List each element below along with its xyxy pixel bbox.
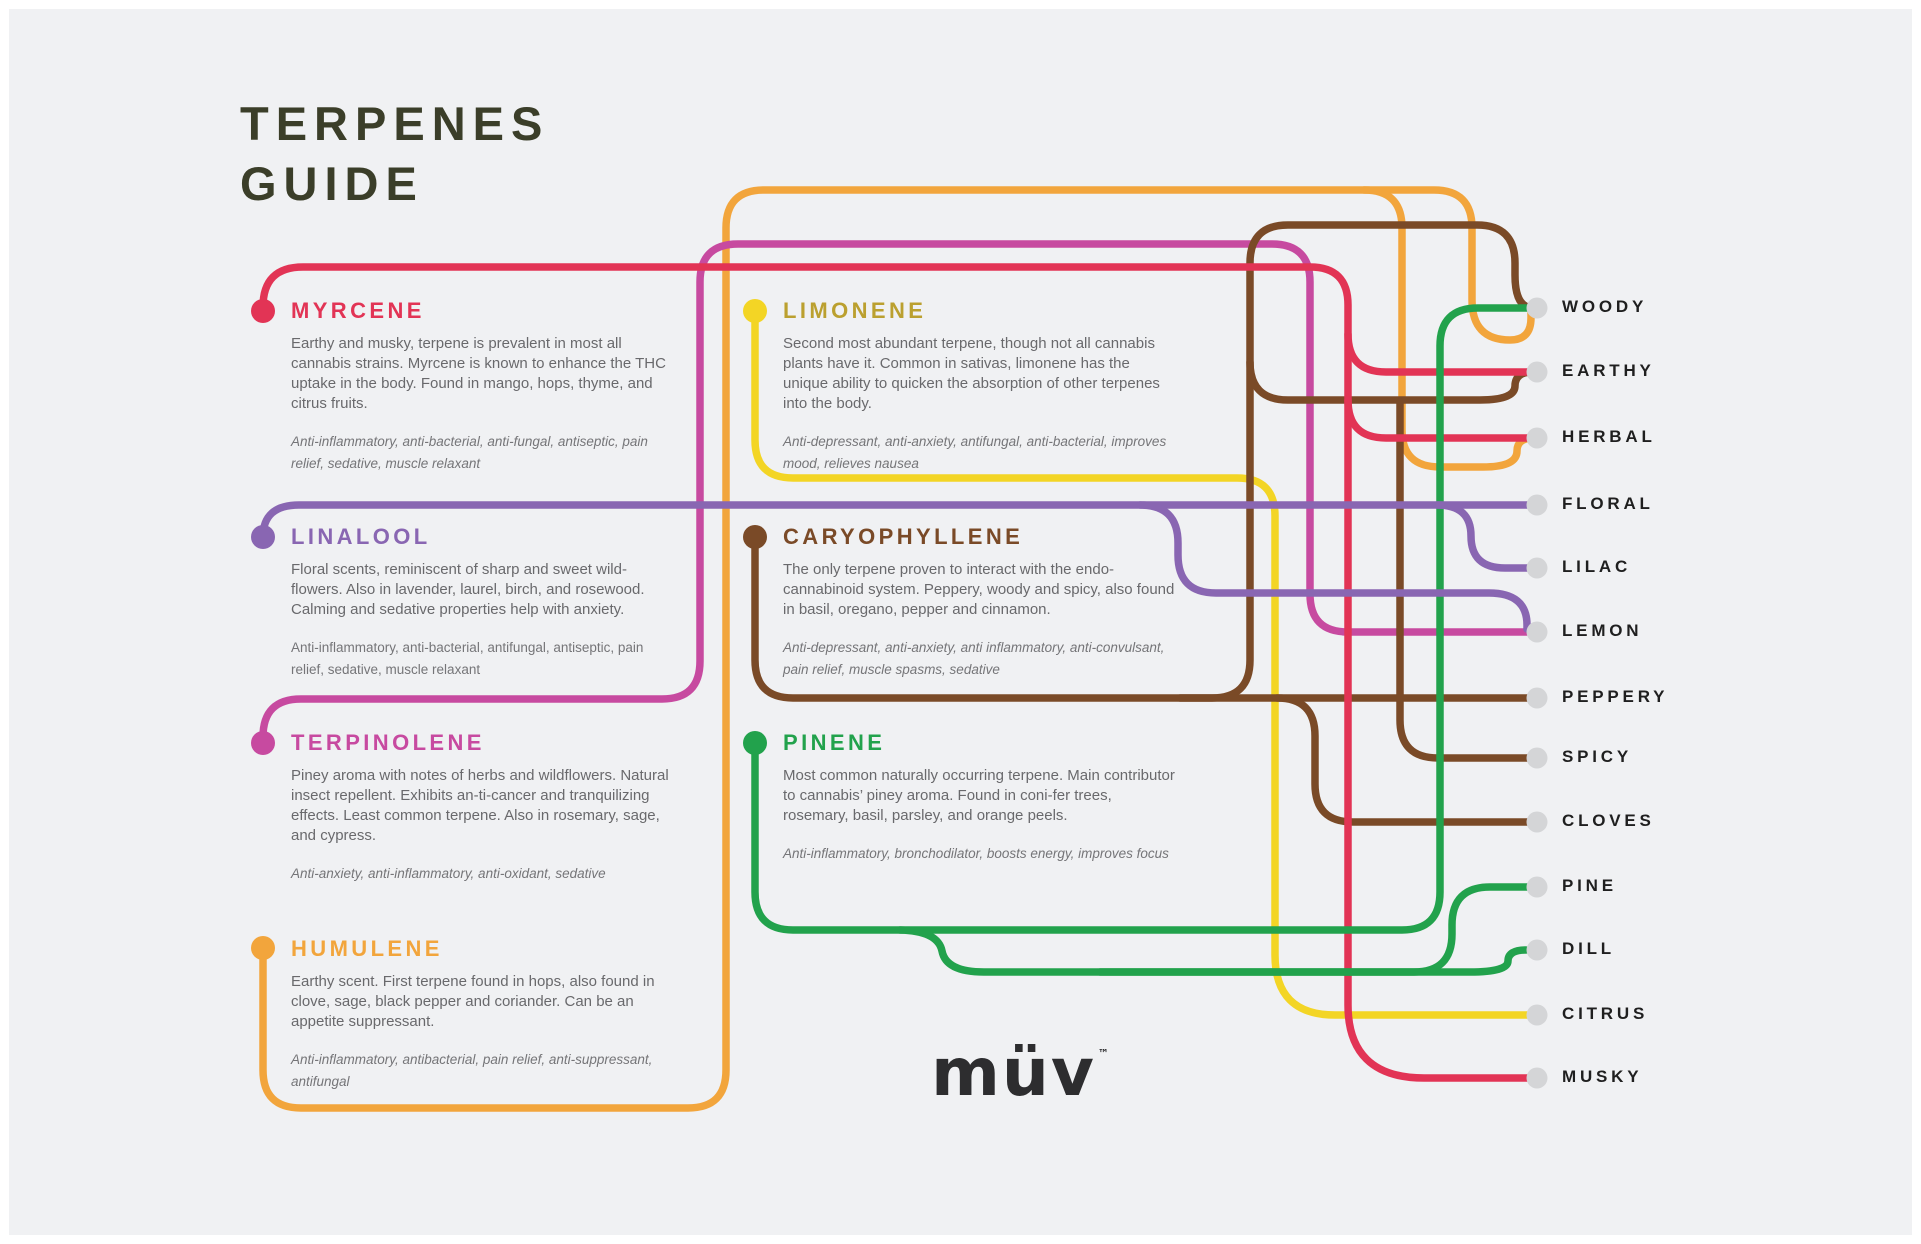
terpene-block-myrcene: MYRCENE Earthy and musky, terpene is pre… (291, 298, 673, 475)
line-pinene (751, 304, 1531, 976)
aroma-dot-pine (1526, 876, 1548, 898)
terpene-dot-limonene (743, 299, 767, 323)
terpene-dot-pinene (743, 731, 767, 755)
terpene-block-terpinolene: TERPINOLENE Piney aroma with notes of he… (291, 730, 673, 885)
terpene-title-humulene: HUMULENE (291, 936, 443, 961)
aroma-label-spicy: SPICY (1562, 747, 1633, 766)
aroma-label-pine: PINE (1562, 876, 1617, 895)
aroma-label-floral: FLORAL (1562, 494, 1654, 513)
terpene-title-terpinolene: TERPINOLENE (291, 730, 485, 755)
terpene-title-pinene: PINENE (783, 730, 886, 755)
line-myrcene-earthy (1344, 330, 1531, 376)
aroma-dot-spicy (1526, 747, 1548, 769)
terpene-properties-myrcene: Anti-inflammatory, anti-bacterial, anti-… (291, 433, 648, 472)
line-humulene-main (259, 186, 1535, 1112)
terpene-properties-limonene: Anti-depressant, anti-anxiety, antifunga… (783, 433, 1167, 472)
line-caryophyllene-spicy (1396, 398, 1531, 762)
line-myrcene-main (259, 263, 1531, 1082)
aroma-dot-citrus (1526, 1004, 1548, 1026)
aroma-label-lemon: LEMON (1562, 621, 1643, 640)
line-myrcene (259, 263, 1531, 1082)
terpene-block-limonene: LIMONENE Second most abundant terpene, t… (783, 298, 1175, 475)
terpene-dot-caryophyllene (743, 525, 767, 549)
page-title-line1: TERPENES (240, 97, 550, 150)
line-myrcene-herbal (1344, 396, 1531, 442)
terpene-properties-humulene: Anti-inflammatory, antibacterial, pain r… (291, 1052, 653, 1090)
aroma-dot-musky (1526, 1067, 1548, 1089)
aroma-dot-cloves (1526, 811, 1548, 833)
terpene-description-terpinolene: Piney aroma with notes of herbs and wild… (291, 767, 669, 844)
aroma-dot-earthy (1526, 361, 1548, 383)
aroma-label-cloves: CLOVES (1562, 811, 1655, 830)
terpene-description-linalool: Floral scents, reminiscent of sharp and … (291, 561, 645, 619)
line-caryophyllene-earthy (1246, 358, 1537, 404)
line-caryophyllene-cloves (1273, 694, 1531, 826)
aroma-dot-floral (1526, 494, 1548, 516)
terpene-description-pinene: Most common naturally occurring terpene.… (783, 767, 1175, 825)
terpene-dots (251, 299, 767, 960)
terpene-title-linalool: LINALOOL (291, 524, 431, 549)
aroma-label-dill: DILL (1562, 939, 1615, 958)
aroma-label-peppery: PEPPERY (1562, 687, 1669, 706)
line-terpinolene (259, 240, 1531, 744)
page-title-line2: GUIDE (240, 157, 424, 211)
terpene-block-humulene: HUMULENE Earthy scent. First terpene fou… (291, 936, 673, 1094)
aroma-label-earthy: EARTHY (1562, 361, 1655, 380)
aroma-dot-woody (1526, 297, 1548, 319)
poster-background (9, 9, 1912, 1235)
aroma-label-herbal: HERBAL (1562, 427, 1656, 446)
aroma-dot-lemon (1526, 621, 1548, 643)
terpene-block-caryophyllene: CARYOPHYLLENE The only terpene proven to… (783, 524, 1175, 682)
terpene-description-humulene: Earthy scent. First terpene found in hop… (291, 973, 655, 1031)
terpene-block-linalool: LINALOOL Floral scents, reminiscent of s… (291, 524, 673, 682)
terpene-title-myrcene: MYRCENE (291, 298, 425, 323)
line-pinene-woody (751, 304, 1531, 934)
muv-logo-trademark: ™ (1097, 1047, 1109, 1060)
aroma-label-woody: WOODY (1562, 297, 1648, 316)
terpene-properties-terpinolene: Anti-anxiety, anti-inflammatory, anti-ox… (291, 865, 606, 881)
terpene-title-caryophyllene: CARYOPHYLLENE (783, 524, 1024, 549)
line-humulene-herbal (1360, 186, 1538, 471)
line-pinene-dill (1096, 946, 1530, 976)
terpene-block-pinene: PINENE Most common naturally occurring t… (783, 730, 1175, 865)
muv-logo-text: müv (931, 1034, 1096, 1111)
terpene-dot-terpinolene (251, 731, 275, 755)
terpene-title-limonene: LIMONENE (783, 298, 927, 323)
terpene-description-myrcene: Earthy and musky, terpene is prevalent i… (291, 335, 666, 412)
terpene-description-limonene: Second most abundant terpene, though not… (783, 335, 1160, 412)
terpene-description-caryophyllene: The only terpene proven to interact with… (783, 561, 1175, 619)
aroma-dot-dill (1526, 939, 1548, 961)
terpene-properties-caryophyllene: Anti-depressant, anti-anxiety, anti infl… (783, 640, 1165, 678)
line-linalool-lemon (1136, 501, 1531, 633)
aroma-label-lilac: LILAC (1562, 557, 1632, 576)
page-title: TERPENES GUIDE (240, 94, 549, 214)
line-limonene (751, 309, 1531, 1019)
terpene-properties-linalool: Anti-inflammatory, anti-bacterial, antif… (291, 640, 644, 678)
aroma-dot-herbal (1526, 427, 1548, 449)
aroma-label-musky: MUSKY (1562, 1067, 1643, 1086)
line-caryophyllene-main (751, 221, 1537, 702)
aroma-dot-peppery (1526, 687, 1548, 709)
aroma-label-citrus: CITRUS (1562, 1004, 1649, 1023)
line-linalool-lilac (1433, 501, 1531, 572)
aroma-dots (1526, 297, 1548, 1089)
terpene-dot-linalool (251, 525, 275, 549)
terpene-dot-myrcene (251, 299, 275, 323)
terpene-dot-humulene (251, 936, 275, 960)
terpene-properties-pinene: Anti-inflammatory, bronchodilator, boost… (783, 846, 1169, 861)
aroma-dot-lilac (1526, 557, 1548, 579)
